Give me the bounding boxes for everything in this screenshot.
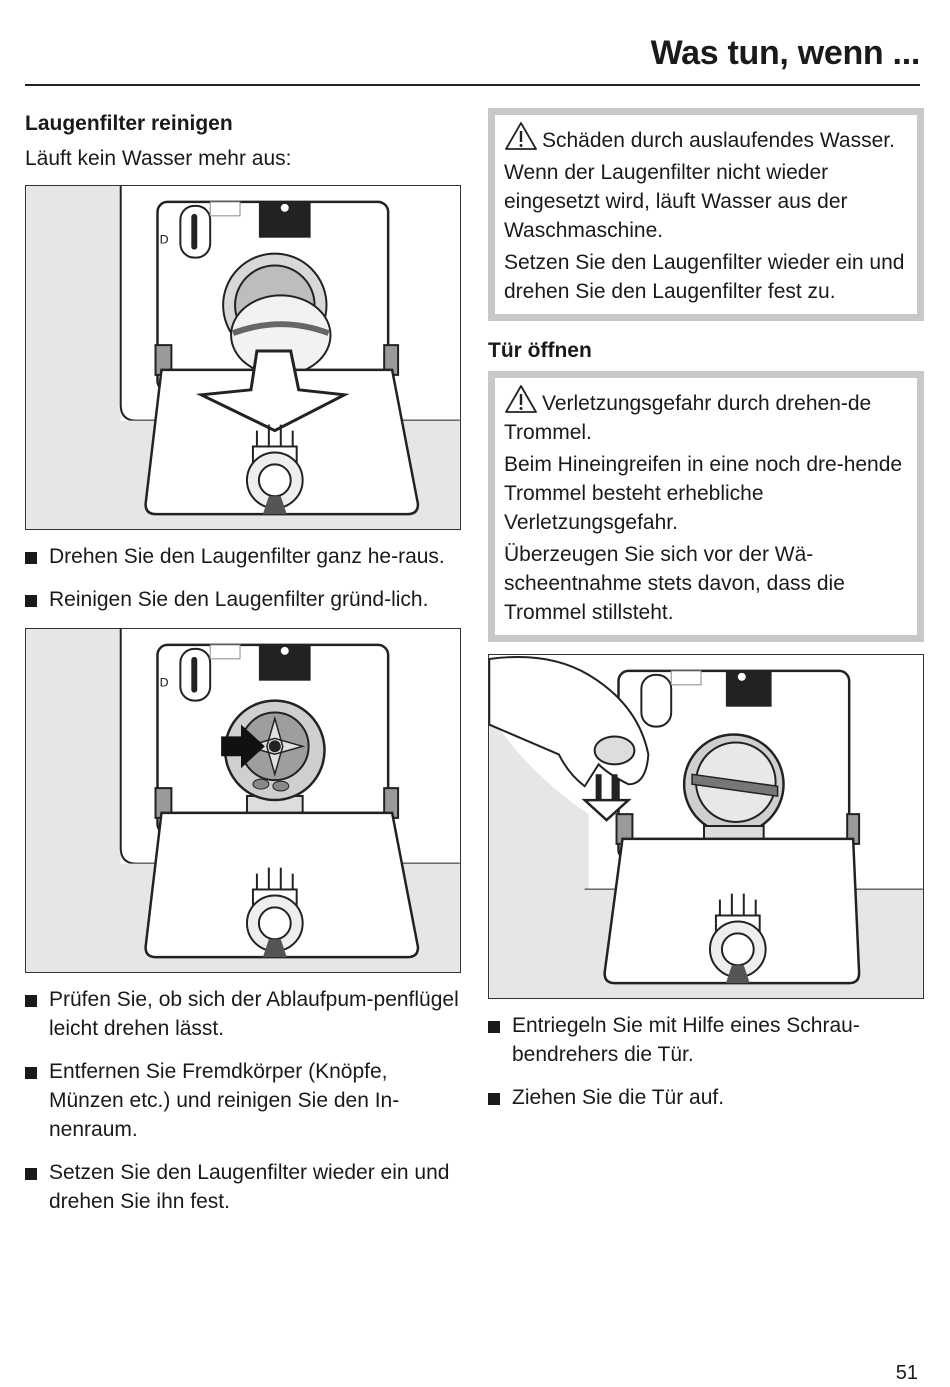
warning-title: Schäden durch auslaufendes Wasser. bbox=[504, 121, 907, 155]
section-heading-filter: Laugenfilter reinigen bbox=[25, 112, 233, 135]
warning-text: Setzen Sie den Laugenfilter wieder ein u… bbox=[504, 251, 905, 303]
header-rule bbox=[25, 84, 920, 86]
door-unlock-illustration bbox=[488, 654, 924, 999]
warning-title: Verletzungsgefahr durch drehen-de Tromme… bbox=[504, 384, 907, 447]
warning-text: Überzeugen Sie sich vor der Wä-scheentna… bbox=[504, 543, 845, 624]
page-title: Was tun, wenn ... bbox=[650, 34, 921, 72]
warning-triangle-icon bbox=[505, 385, 537, 413]
filter-removal-illustration: D bbox=[25, 185, 461, 530]
list-item: Entriegeln Sie mit Hilfe eines Schrau-be… bbox=[488, 1011, 924, 1069]
list-item: Ziehen Sie die Tür auf. bbox=[488, 1083, 924, 1112]
warning-text: Wenn der Laugenfilter nicht wieder einge… bbox=[504, 161, 848, 242]
bullet-square bbox=[488, 1021, 500, 1033]
intro-text: Läuft kein Wasser mehr aus: bbox=[25, 147, 292, 170]
steps-list-a: Drehen Sie den Laugenfilter ganz he-raus… bbox=[25, 542, 461, 614]
list-item: Setzen Sie den Laugenfilter wieder ein u… bbox=[25, 1158, 461, 1216]
bullet-square bbox=[25, 1067, 37, 1079]
bullet-square bbox=[25, 552, 37, 564]
bullet-square bbox=[25, 995, 37, 1007]
warning-text: Beim Hineingreifen in eine noch dre-hend… bbox=[504, 453, 903, 534]
warning-box-drum: Verletzungsgefahr durch drehen-de Tromme… bbox=[488, 371, 924, 642]
warning-triangle-icon bbox=[505, 122, 537, 150]
section-heading-door: Tür öffnen bbox=[488, 339, 592, 362]
bullet-square bbox=[25, 1168, 37, 1180]
svg-text:D: D bbox=[159, 233, 168, 247]
right-column: Schäden durch auslaufendes Wasser. Wenn … bbox=[488, 108, 924, 1126]
steps-list-door: Entriegeln Sie mit Hilfe eines Schrau-be… bbox=[488, 1011, 924, 1112]
bullet-square bbox=[488, 1093, 500, 1105]
pump-impeller-illustration: D bbox=[25, 628, 461, 973]
svg-text:D: D bbox=[159, 676, 168, 690]
list-item: Drehen Sie den Laugenfilter ganz he-raus… bbox=[25, 542, 461, 571]
page-number: 51 bbox=[895, 1362, 918, 1384]
list-item: Reinigen Sie den Laugenfilter gründ-lich… bbox=[25, 585, 461, 614]
list-item: Entfernen Sie Fremdkörper (Knöpfe, Münze… bbox=[25, 1057, 461, 1144]
bullet-square bbox=[25, 595, 37, 607]
warning-box-water: Schäden durch auslaufendes Wasser. Wenn … bbox=[488, 108, 924, 321]
left-column: Laugenfilter reinigen Läuft kein Wasser … bbox=[25, 108, 461, 1230]
list-item: Prüfen Sie, ob sich der Ablaufpum-penflü… bbox=[25, 985, 461, 1043]
steps-list-b: Prüfen Sie, ob sich der Ablaufpum-penflü… bbox=[25, 985, 461, 1216]
